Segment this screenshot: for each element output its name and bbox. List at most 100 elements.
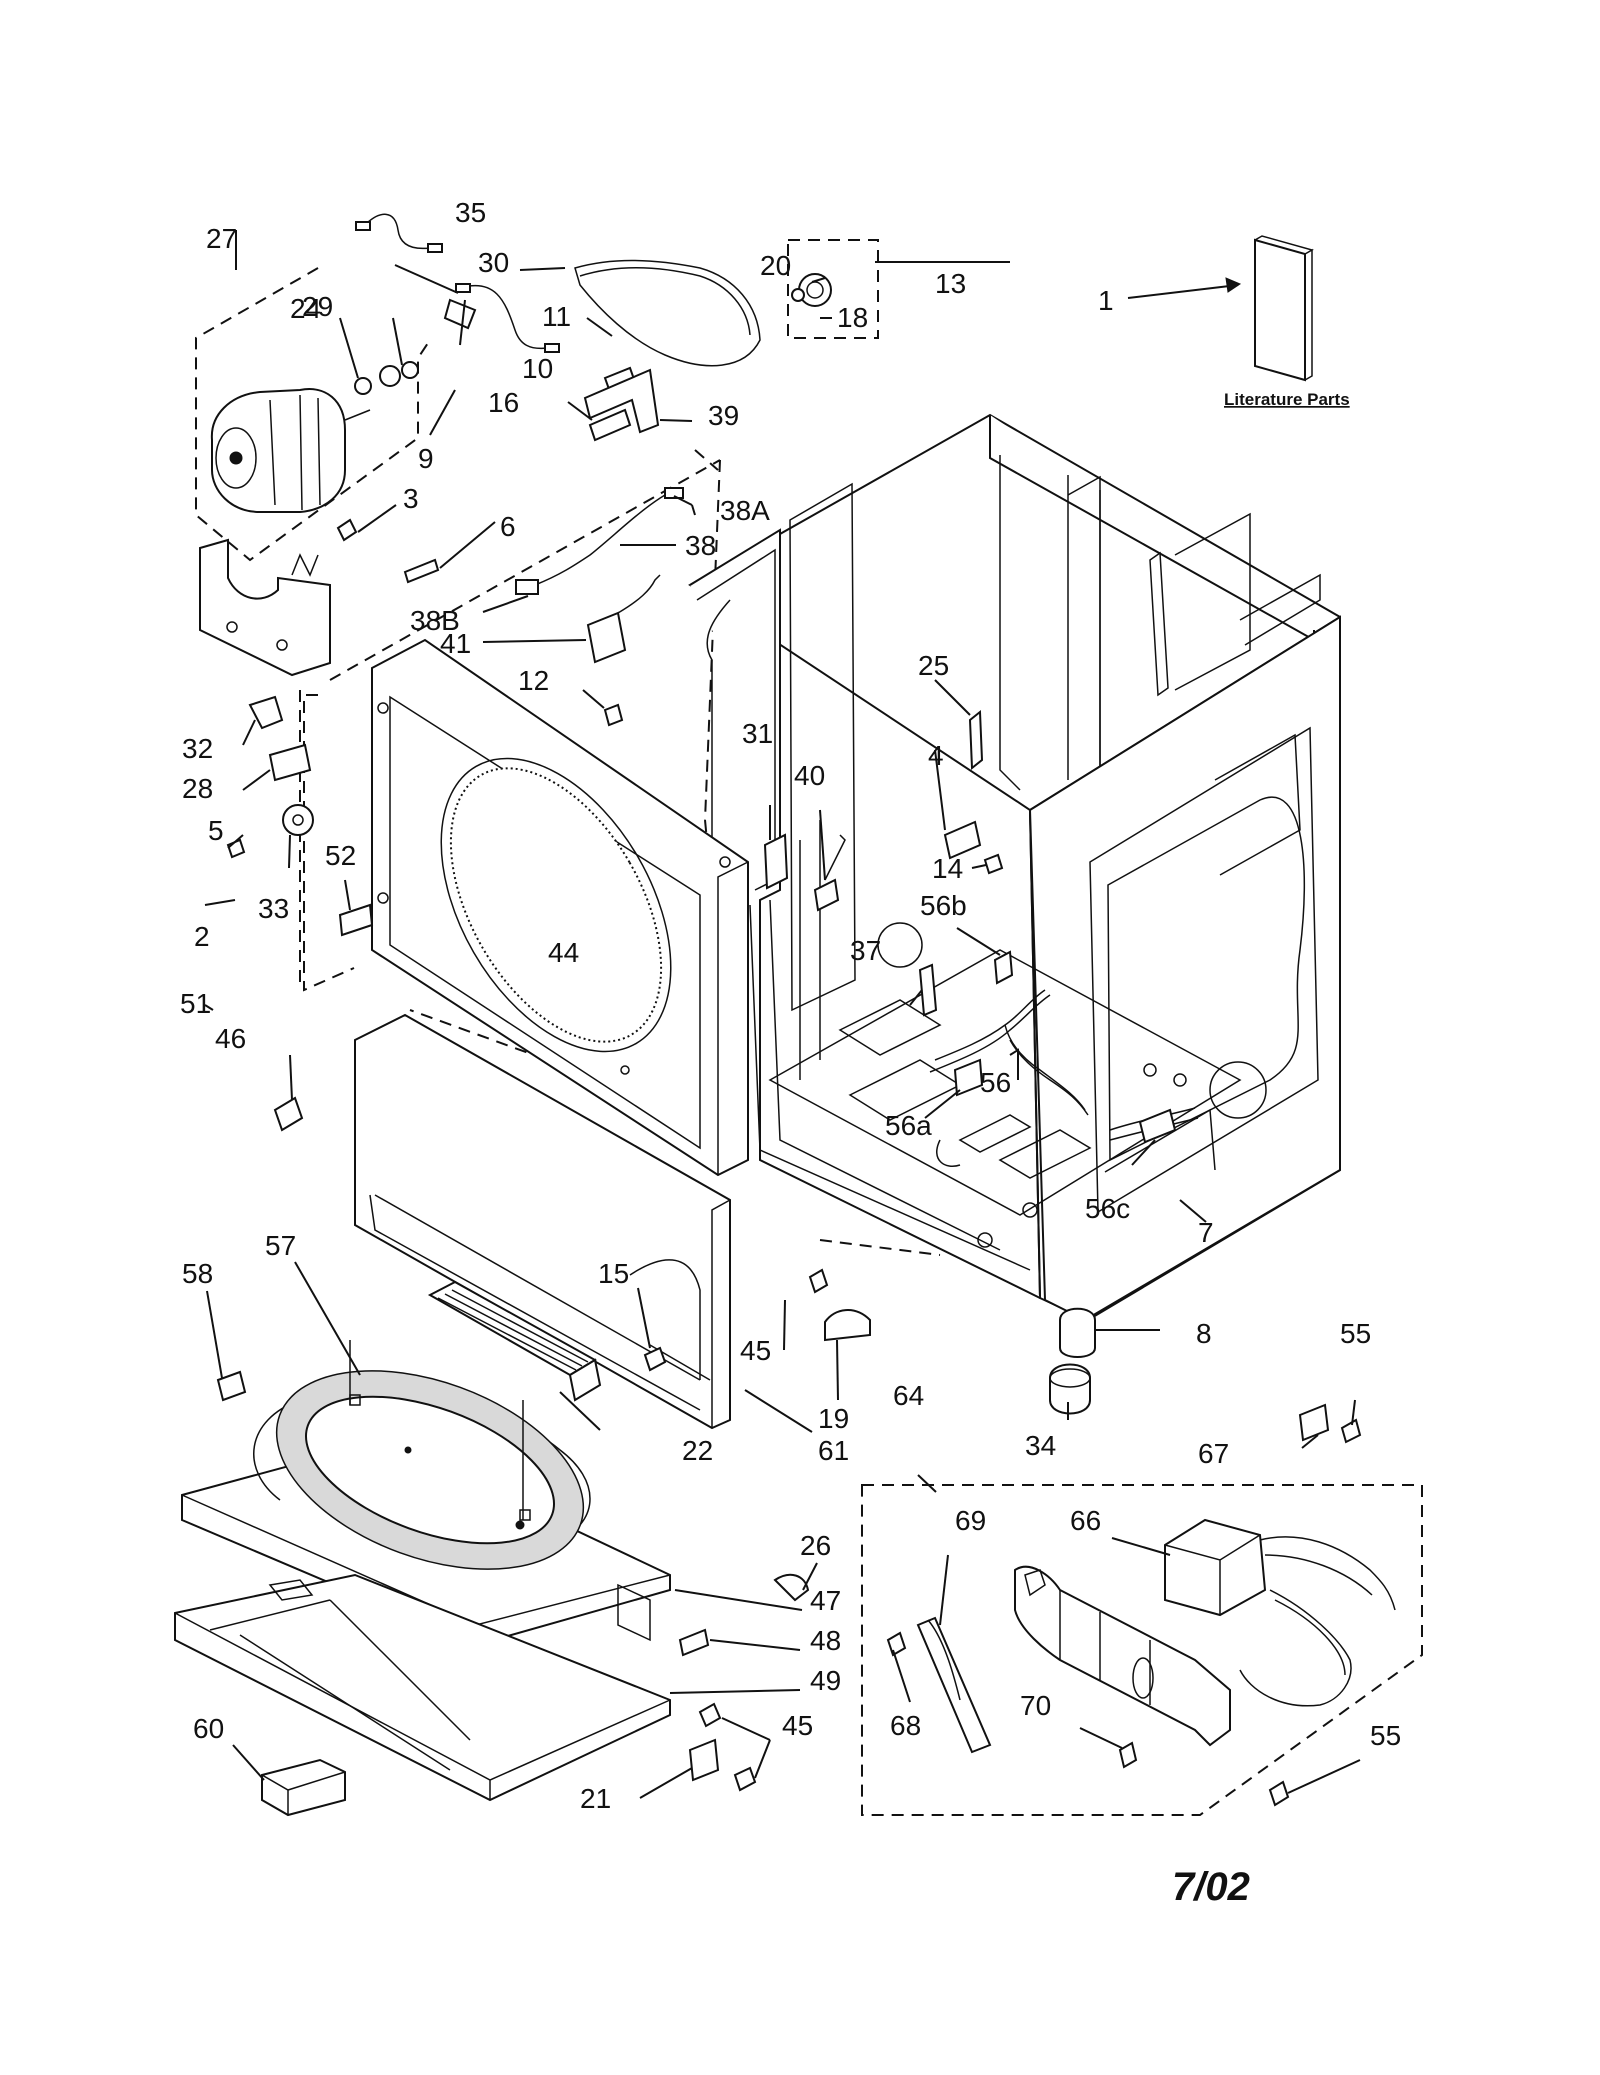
wire-35	[364, 213, 431, 250]
callout-39: 39	[708, 400, 739, 431]
foot-34	[1049, 1363, 1091, 1415]
motor-washer-29a	[379, 365, 401, 387]
callout-48: 48	[810, 1625, 841, 1656]
cabinet	[688, 413, 1341, 1322]
callouts: 1 2 3 4 5 6 7 8 9 10 11 12 13 14 15 16 1…	[180, 197, 1401, 1814]
idler-washer-20	[791, 288, 805, 302]
hinge-40	[813, 878, 840, 912]
harness-38	[534, 494, 666, 586]
callout-10: 10	[522, 353, 553, 384]
callout-51: 51	[180, 988, 211, 1019]
harness-connector-56b	[993, 950, 1014, 985]
callout-37: 37	[850, 935, 881, 966]
door-switch-28	[268, 743, 312, 782]
clip-46	[273, 1096, 304, 1132]
callout-70: 70	[1020, 1690, 1051, 1721]
callout-3: 3	[403, 483, 419, 514]
callout-56a: 56a	[885, 1110, 932, 1141]
callout-22: 22	[682, 1435, 713, 1466]
callout-57: 57	[265, 1230, 296, 1261]
motor-washer-29b	[401, 361, 419, 379]
callout-14: 14	[932, 853, 963, 884]
gas-valve-group-outline	[861, 1484, 1423, 1816]
motor-pulley-24	[354, 377, 372, 395]
screw-14	[983, 853, 1004, 875]
bracket-21	[688, 1738, 720, 1782]
callout-8: 8	[1196, 1318, 1212, 1349]
callout-66: 66	[1070, 1505, 1101, 1536]
thermostat-4	[943, 820, 982, 860]
callout-55-upper: 55	[1340, 1318, 1371, 1349]
screw-15	[643, 1346, 667, 1372]
toe-panel	[354, 1013, 731, 1430]
clip-26	[773, 1573, 810, 1602]
literature-booklet	[1254, 238, 1306, 382]
wire-16	[459, 284, 549, 350]
screw-45-lower	[698, 1702, 722, 1728]
callout-25: 25	[918, 650, 949, 681]
callout-28: 28	[182, 773, 213, 804]
clip-67	[1298, 1403, 1330, 1442]
callout-4: 4	[928, 740, 944, 771]
flame-sensor-69	[916, 1616, 992, 1754]
clip-58	[216, 1370, 247, 1402]
screw-45-upper	[808, 1268, 829, 1294]
drive-parts	[336, 213, 832, 584]
door-harness	[515, 487, 684, 727]
washer-33	[282, 804, 314, 836]
rear-opening-panel	[789, 482, 856, 1012]
callout-68: 68	[890, 1710, 921, 1741]
drive-belt	[574, 259, 761, 367]
callout-33: 33	[258, 893, 289, 924]
gas-valve-66	[1164, 1518, 1267, 1617]
callout-40: 40	[794, 760, 825, 791]
callout-52: 52	[325, 840, 356, 871]
door-strike-31	[763, 833, 789, 890]
motor-mount-bracket	[199, 538, 331, 677]
literature-parts-label: Literature Parts	[1224, 390, 1350, 409]
leader-lines	[204, 230, 1361, 1799]
harness-connector-56c	[1138, 1108, 1177, 1144]
cabinet-small-parts	[216, 709, 1362, 1817]
screw-68	[886, 1631, 907, 1657]
screw-55-upper	[1340, 1418, 1362, 1444]
motor-clip-9	[443, 298, 477, 330]
motor-group	[199, 361, 419, 937]
callout-41: 41	[440, 628, 471, 659]
door-catch-52	[338, 903, 374, 937]
callout-15: 15	[598, 1258, 629, 1289]
callout-49: 49	[810, 1665, 841, 1696]
callout-9: 9	[418, 443, 434, 474]
screw-6	[403, 558, 440, 584]
front-panel	[371, 638, 749, 1177]
idler-pulley-group-outline	[787, 239, 879, 339]
leg-8	[1059, 1307, 1096, 1358]
callout-13: 13	[935, 268, 966, 299]
motor	[210, 388, 346, 513]
callout-61: 61	[818, 1435, 849, 1466]
callout-67: 67	[1198, 1438, 1229, 1469]
idler-spring-10	[588, 408, 632, 442]
screw-48	[678, 1628, 710, 1657]
callout-18: 18	[837, 302, 868, 333]
harness-connector-56	[953, 1058, 984, 1097]
callout-16: 16	[488, 387, 519, 418]
callout-56b: 56b	[920, 890, 967, 921]
screw-3	[336, 518, 358, 542]
callout-21: 21	[580, 1783, 611, 1814]
callout-34: 34	[1025, 1430, 1056, 1461]
callout-26: 26	[800, 1530, 831, 1561]
callout-19: 19	[818, 1403, 849, 1434]
motor-clip-32	[248, 695, 284, 730]
callout-60: 60	[193, 1713, 224, 1744]
callout-38A: 38A	[720, 495, 770, 526]
callout-47: 47	[810, 1585, 841, 1616]
callout-5: 5	[208, 815, 224, 846]
callout-31: 31	[742, 718, 773, 749]
callout-29: 29	[302, 291, 333, 322]
callout-45-upper: 45	[740, 1335, 771, 1366]
callout-44: 44	[548, 937, 579, 968]
drum-seal	[275, 1340, 585, 1570]
callout-69: 69	[955, 1505, 986, 1536]
